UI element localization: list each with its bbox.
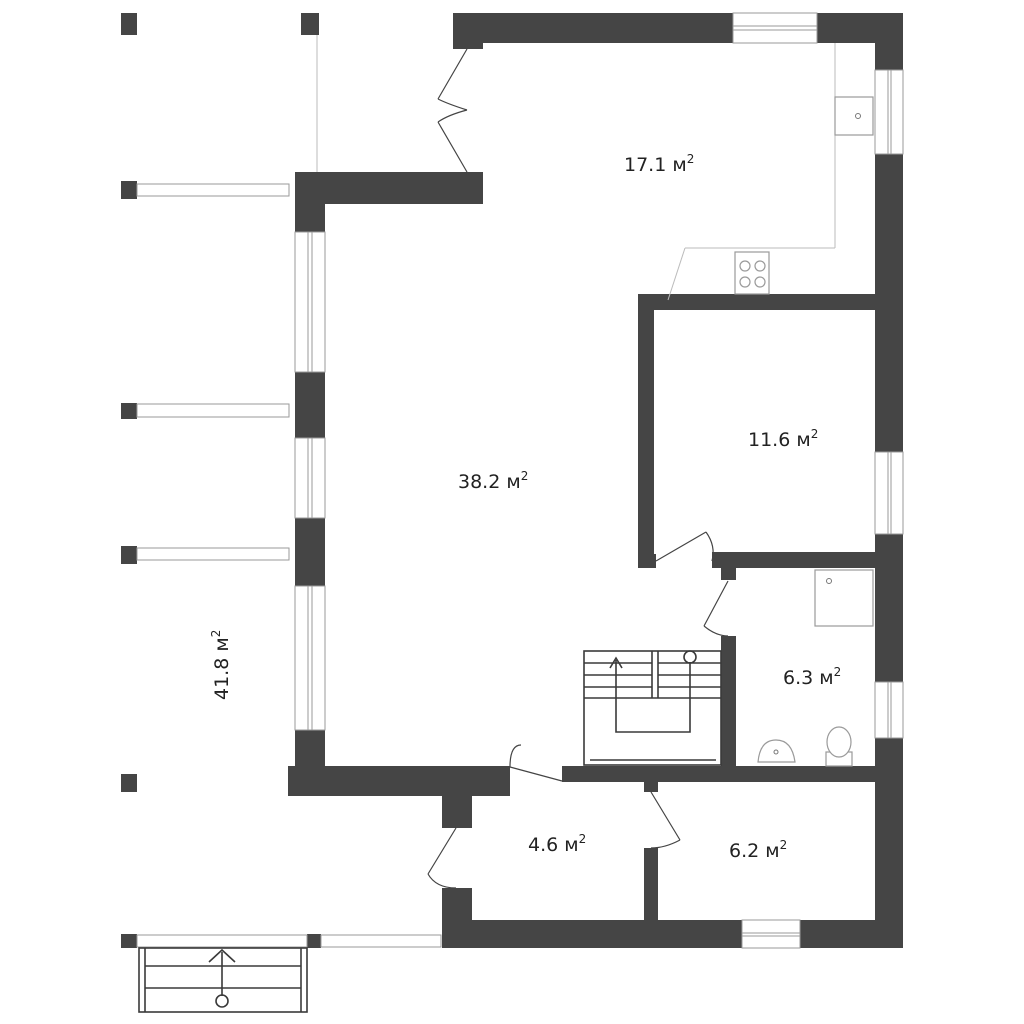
- stair-arrow: [609, 656, 623, 669]
- wall-hall-left: [442, 782, 472, 828]
- wall-bedroom-bottom: [712, 552, 903, 568]
- wall-bottom: [442, 920, 903, 948]
- door-swing: [437, 109, 468, 173]
- room-labels: 17.1 м2 38.2 м2 11.6 м2 6.3 м2 4.6 м2 6.…: [209, 152, 841, 862]
- door-swing: [509, 744, 563, 782]
- room-area-terrace: 41.8 м2: [209, 630, 233, 700]
- wall-bedroom-corner: [638, 554, 656, 568]
- terrace-rail: [136, 547, 290, 561]
- wall-bath-left: [721, 636, 736, 776]
- door-swing: [655, 531, 714, 562]
- terrace-post: [301, 13, 319, 35]
- terrace-rail: [320, 934, 442, 948]
- doors: [427, 43, 836, 889]
- window: [294, 437, 326, 519]
- door-swing: [427, 827, 457, 889]
- terrace-post: [121, 181, 137, 199]
- burner: [739, 276, 751, 288]
- porch-outline: [138, 947, 308, 1013]
- window: [732, 12, 818, 44]
- porch-start-circle: [215, 994, 229, 1008]
- stair-start-circle: [683, 650, 697, 664]
- terrace-post: [121, 934, 137, 948]
- room-area-living: 38.2 м2: [458, 469, 528, 493]
- door-swing: [650, 791, 681, 849]
- wall-bedroom-top: [638, 294, 903, 310]
- shower-drain: [826, 578, 832, 584]
- window: [294, 585, 326, 731]
- terrace-post: [121, 403, 137, 419]
- sink-drain: [855, 113, 861, 119]
- window: [874, 69, 904, 155]
- room-area-kitchen: 17.1 м2: [624, 152, 694, 176]
- wall-step: [303, 172, 483, 204]
- terrace-rail: [136, 183, 290, 197]
- burner: [754, 260, 766, 272]
- wall-kitchen-left-top: [453, 13, 483, 49]
- terrace-post: [121, 774, 137, 792]
- wall-top: [453, 13, 903, 43]
- terrace-post: [307, 934, 321, 948]
- kitchen-counter-edge: [667, 247, 686, 301]
- room-area-hall: 4.6 м2: [528, 832, 586, 856]
- wall-living-left: [295, 518, 325, 586]
- burner: [754, 276, 766, 288]
- wash-basin: [757, 739, 796, 763]
- burner: [739, 260, 751, 272]
- terrace-post: [121, 13, 137, 35]
- wall-living-left: [295, 172, 325, 232]
- terrace-post: [121, 546, 137, 564]
- wall-partition: [644, 848, 658, 928]
- wall-bedroom-left: [638, 294, 654, 564]
- stove: [734, 251, 770, 295]
- terrace-rail: [136, 934, 308, 948]
- door-swing: [703, 580, 729, 637]
- wall-partition: [644, 782, 658, 792]
- wall-living-bottom: [288, 766, 510, 796]
- room-area-bedroom: 11.6 м2: [748, 427, 818, 451]
- terrace-rail: [136, 403, 290, 418]
- window: [874, 451, 904, 535]
- window: [741, 919, 801, 949]
- wall-bath-left: [721, 566, 736, 580]
- shower-tray: [814, 569, 874, 627]
- basin-drain: [773, 749, 779, 755]
- room-area-bathroom: 6.3 м2: [783, 665, 841, 689]
- porch-steps: [138, 947, 308, 1013]
- porch-arrow: [208, 948, 236, 963]
- toilet-bowl: [826, 726, 852, 758]
- interior-staircase: [583, 650, 722, 766]
- kitchen-sink: [834, 96, 874, 136]
- wall-living-left: [295, 372, 325, 438]
- walls: [288, 13, 903, 948]
- room-area-storage: 6.2 м2: [729, 838, 787, 862]
- terrace-structure: [121, 13, 442, 948]
- windows: [294, 12, 904, 949]
- window: [874, 681, 904, 739]
- fixtures: [734, 96, 874, 767]
- stair-direction-line: [615, 660, 691, 733]
- door-swing: [437, 48, 468, 111]
- window: [294, 231, 326, 373]
